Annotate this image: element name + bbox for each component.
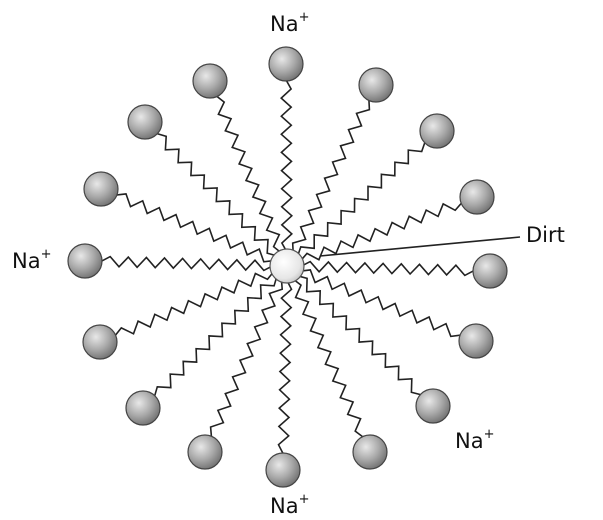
hydrophilic-head-icon xyxy=(127,104,163,140)
hydrophilic-head-icon xyxy=(125,390,161,426)
hydrophobic-tail-icon xyxy=(277,279,293,455)
hydrophilic-head-icon xyxy=(265,452,301,488)
hydrophilic-head-icon xyxy=(419,113,455,149)
hydrophilic-head-icon xyxy=(415,388,451,424)
hydrophobic-tail-icon xyxy=(296,141,426,257)
hydrophilic-head-icon xyxy=(187,434,223,470)
hydrophobic-tail-icon xyxy=(299,201,463,262)
hydrophilic-head-icon xyxy=(458,323,494,359)
hydrophobic-tail-icon xyxy=(280,79,293,253)
hydrophilic-head-icon xyxy=(82,324,118,360)
hydrophilic-head-icon xyxy=(67,243,103,279)
hydrophilic-head-icon xyxy=(268,46,304,82)
hydrophilic-head-icon xyxy=(83,171,119,207)
dirt-label: Dirt xyxy=(526,223,565,247)
hydrophobic-tail-icon xyxy=(100,255,274,272)
hydrophobic-tail-icon xyxy=(114,270,275,337)
hydrophobic-tail-icon xyxy=(215,95,283,254)
hydrophilic-head-icon xyxy=(192,63,228,99)
hydrophilic-head-icon xyxy=(352,434,388,470)
hydrophobic-tail-icon xyxy=(300,260,475,277)
hydrophobic-tail-icon xyxy=(115,193,275,263)
hydrophobic-tail-icon xyxy=(299,269,462,338)
hydrophilic-head-icon xyxy=(358,67,394,103)
tails-group xyxy=(100,79,475,455)
hydrophilic-head-icon xyxy=(459,179,495,215)
hydrophobic-tail-icon xyxy=(292,278,364,439)
hydrophobic-tail-icon xyxy=(296,274,422,396)
sodium-ion-label-left: Na+ xyxy=(12,247,52,273)
hydrophobic-tail-icon xyxy=(153,275,278,398)
dirt-leader-line xyxy=(319,236,521,257)
dirt-particle-icon xyxy=(269,248,305,284)
sodium-ion-label-top: Na+ xyxy=(270,10,310,36)
hydrophilic-head-icon xyxy=(472,253,508,289)
heads-group xyxy=(67,46,508,488)
sodium-ion-label-bottom-right: Na+ xyxy=(455,427,495,453)
sodium-ion-label-bottom: Na+ xyxy=(270,492,310,518)
hydrophobic-tail-icon xyxy=(291,99,371,254)
hydrophobic-tail-icon xyxy=(155,132,278,257)
hydrophobic-tail-icon xyxy=(209,278,284,438)
